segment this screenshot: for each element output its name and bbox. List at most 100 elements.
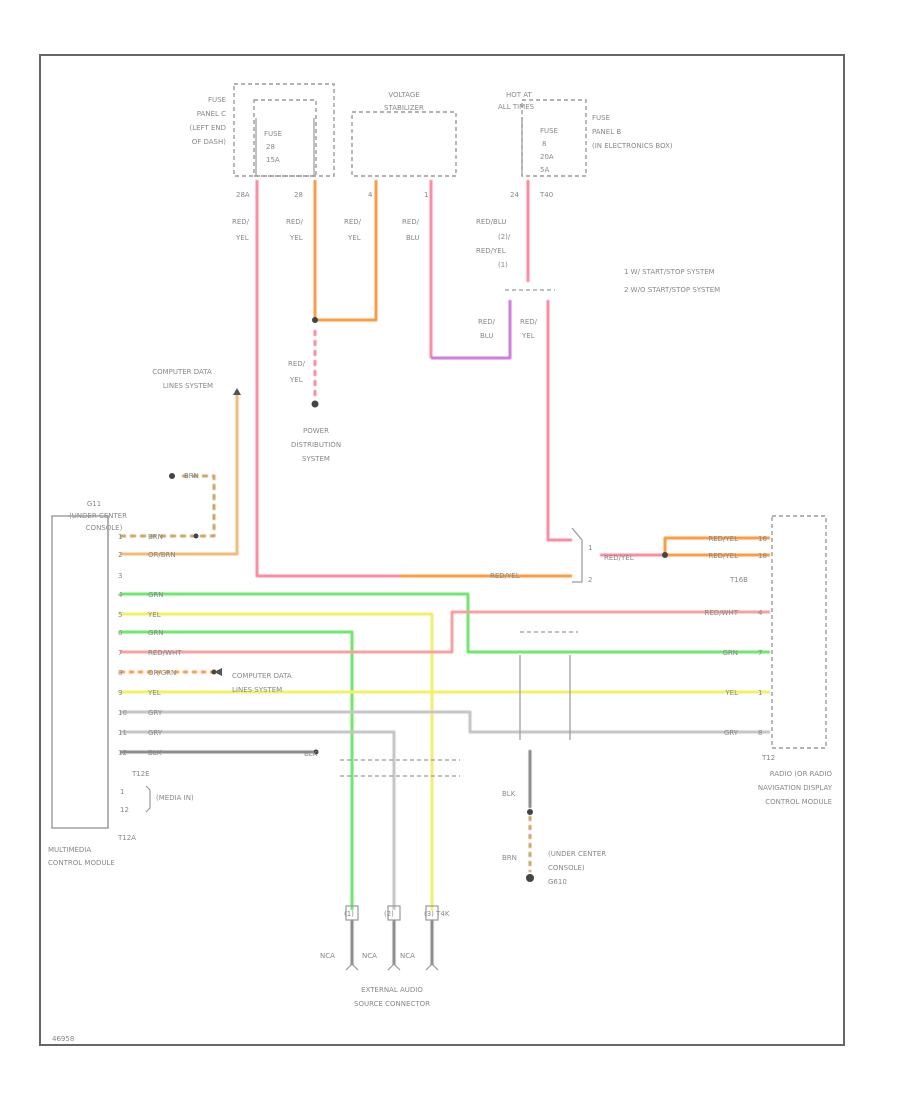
right-wire-label: RED/WHT [705, 609, 739, 617]
splice-label-b2: YEL [521, 332, 535, 340]
right-module-label-2: NAVIGATION DISPLAY [758, 784, 833, 792]
splice-label-b1: RED/ [520, 318, 538, 326]
wire-grn-6 [120, 630, 354, 910]
vs-pin-4: 4 [368, 191, 373, 199]
mmi-pin-number: 4 [118, 591, 123, 599]
computer-data-top-label-1: COMPUTER DATA [152, 368, 212, 376]
fuse-panel-c-label-3: (LEFT END [189, 124, 226, 132]
right-wire-label: YEL [724, 689, 738, 697]
ext-label-2: SOURCE CONNECTOR [354, 1000, 430, 1008]
mmi-pin-number: 5 [118, 611, 122, 619]
right-module-label-1: RADIO (OR RADIO [770, 770, 833, 778]
ext-pin-2: (2) [384, 910, 394, 918]
diagram-frame [39, 54, 845, 1046]
ext-pin-3: (3) T4K [424, 910, 450, 918]
g610-wire-brn: BRN [502, 854, 517, 862]
g610-label-2: CONSOLE) [548, 864, 585, 872]
right-pin-number: 8 [758, 729, 762, 737]
wire-brn [120, 474, 216, 538]
ground-g610: BLK BRN (UNDER CENTER CONSOLE) G610 [502, 790, 606, 886]
voltage-stabilizer-label-2: STABILIZER [384, 104, 424, 112]
mmi-pin-12-bottom: 12 [120, 806, 129, 814]
right-pin-number: 7 [758, 649, 762, 657]
wire-label-b1: RED/ [286, 218, 304, 226]
vs-pin-1: 1 [424, 191, 428, 199]
mmi-wire-label: OR/BRN [148, 551, 176, 559]
media-in-brace [145, 785, 151, 813]
mmi-wire-label: GRY [148, 729, 163, 737]
mmi-pin-number: 6 [118, 629, 123, 637]
radio-navigation-module [771, 515, 827, 749]
pin-28a: 28A [236, 191, 250, 199]
wire-label-d2: BLU [406, 234, 419, 242]
hot-at-label: HOT AT [506, 91, 533, 99]
mmi-wire-label: GRN [148, 591, 164, 599]
wire-red-blu-bottom [431, 300, 512, 360]
legend-item-1: 1 W/ START/STOP SYSTEM [624, 268, 715, 276]
mmi-pin-number: 3 [118, 572, 122, 580]
computer-data-mid-label-2: LINES SYSTEM [232, 686, 282, 694]
right-pin-number: 18 [758, 552, 767, 560]
ext-label-1: EXTERNAL AUDIO [361, 986, 423, 994]
mmi-wire-label: BLK [148, 749, 162, 757]
computer-data-top-label-2: LINES SYSTEM [163, 382, 213, 390]
fuse-8-number: 8 [542, 140, 546, 148]
wire-label-e3: RED/YEL [476, 247, 506, 255]
wire-red-yel-vs-4 [315, 180, 378, 322]
mmi-wire-label: RED/WHT [148, 649, 182, 657]
wire-red-yel-splice [546, 300, 572, 542]
mmi-connector-t12a: T12A [117, 834, 136, 842]
right-pin-number: 16 [758, 535, 767, 543]
right-connector-t12: T12 [761, 754, 775, 762]
external-audio-source-connector: (1) (2) (3) T4K NCA NCA NCA EXTERNAL AUD… [320, 905, 450, 1008]
fuse-panel-b-label-1: FUSE [592, 114, 610, 122]
g610-wire-blk: BLK [502, 790, 516, 798]
connector-t40: T40 [539, 191, 553, 199]
right-connector-t16b: T16B [729, 576, 748, 584]
fuse-panel-b: HOT AT ALL TIMES FUSE 8 20A 5A FUSE PANE… [498, 91, 673, 199]
pd-wire-label-2: YEL [289, 376, 303, 384]
mmi-pin-number: 10 [118, 709, 127, 717]
legend-item-2: 2 W/O START/STOP SYSTEM [624, 286, 720, 294]
wire-or-brn [120, 392, 239, 556]
fuse-panel-c-label-1: FUSE [208, 96, 226, 104]
multimedia-control-module [51, 515, 109, 829]
mmi-wire-label: YEL [147, 689, 161, 697]
right-wire-label: RED/YEL [708, 552, 738, 560]
mmi-label-2: CONTROL MODULE [48, 859, 115, 867]
legend: 1 W/ START/STOP SYSTEM 2 W/O START/STOP … [624, 268, 720, 294]
diagram-code: 46958 [52, 1035, 74, 1043]
ext-wire-1: NCA [320, 952, 335, 960]
right-wire-label: GRN [722, 649, 738, 657]
wire-gry-10 [120, 710, 770, 734]
wire-yel-5 [120, 612, 434, 910]
voltage-stabilizer-label-1: VOLTAGE [388, 91, 419, 99]
ext-wire-2: NCA [362, 952, 377, 960]
media-in-label: (MEDIA IN) [156, 794, 194, 802]
wire-label-c2: YEL [347, 234, 361, 242]
splice-2-label: 2 [588, 576, 592, 584]
red-yel-mid-label: RED/YEL [490, 572, 520, 580]
mmi-pin-number: 9 [118, 689, 122, 697]
ext-pin-1: (1) [344, 910, 354, 918]
mmi-pin-number: 2 [118, 551, 122, 559]
wire-red-wht-7 [120, 610, 770, 654]
fuse-panel-b-label-3: (IN ELECTRONICS BOX) [592, 142, 673, 150]
mmi-pin-number: 1 [118, 533, 122, 541]
voltage-stabilizer: VOLTAGE STABILIZER 4 1 [351, 91, 457, 199]
g610-label-3: G610 [548, 878, 567, 886]
mmi-label-1: MULTIMEDIA [48, 846, 91, 854]
shield-lines [340, 289, 583, 777]
mmi-wire-label: GRY [148, 709, 163, 717]
wire-gry-11 [120, 730, 396, 910]
wire-grn-4 [120, 592, 770, 654]
fuse-b-pin-24: 24 [510, 191, 519, 199]
wire-label-d1: RED/ [402, 218, 420, 226]
computer-data-mid-label-1: COMPUTER DATA [232, 672, 292, 680]
pd-wire-label-1: RED/ [288, 360, 306, 368]
power-distribution-label-2: DISTRIBUTION [291, 441, 341, 449]
g11-label-1: G11 [87, 500, 101, 508]
right-wire-label: GRY [724, 729, 739, 737]
right-module-label-3: CONTROL MODULE [765, 798, 832, 806]
